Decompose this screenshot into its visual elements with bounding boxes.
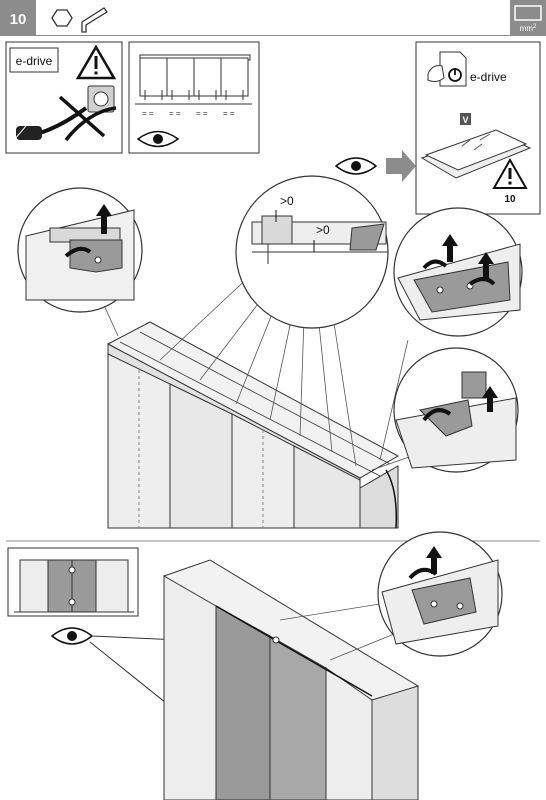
gap-label-side: >0 xyxy=(316,223,330,237)
arrow-right-icon xyxy=(386,150,416,182)
step-number: 10 xyxy=(10,11,27,28)
eye-icon xyxy=(136,130,180,148)
arrow-up-icon xyxy=(478,252,494,278)
detail-clip-bottom xyxy=(377,531,503,657)
detail-clip-right-top xyxy=(393,207,523,337)
svg-text:= =: = = xyxy=(223,109,235,118)
manual-power-icon xyxy=(427,51,467,87)
detail-gap-center: >0 >0 xyxy=(235,175,389,329)
manual-booklet: V xyxy=(420,113,532,179)
e-drive-unplug-panel: e-drive xyxy=(5,41,123,154)
arrow-up-icon xyxy=(442,234,458,262)
svg-text:= =: = = xyxy=(169,109,181,118)
gap-label-top: >0 xyxy=(280,194,294,208)
warning-triangle-icon xyxy=(75,44,117,80)
arrow-up-icon xyxy=(482,386,498,412)
detail-clip-left xyxy=(17,187,143,313)
booklet-page-number: 10 xyxy=(504,194,516,205)
wardrobe-bottom-illustration xyxy=(162,559,420,800)
power-plug-unplug-icon xyxy=(13,85,117,142)
svg-text:= =: = = xyxy=(196,109,208,118)
eye-icon xyxy=(334,157,378,175)
panel-alignment-panel: = = = = = = = = xyxy=(128,41,260,154)
page-marker xyxy=(460,113,471,125)
warning-triangle-icon xyxy=(492,157,528,189)
door-overview-panel xyxy=(7,547,139,617)
hex-key-icon xyxy=(51,7,108,33)
svg-text:V: V xyxy=(462,115,468,125)
header-bar: 10 mm2 xyxy=(0,0,546,36)
e-drive-label: e-drive xyxy=(470,70,507,84)
e-drive-badge-label: e-drive xyxy=(16,54,53,68)
e-drive-manual-panel: e-drive V 10 xyxy=(415,41,541,215)
e-drive-badge xyxy=(9,47,59,73)
arrow-up-icon xyxy=(96,204,112,234)
panel-size-icon xyxy=(514,5,542,21)
wardrobe-main-illustration xyxy=(97,273,413,529)
detail-clip-right-bottom xyxy=(393,347,519,473)
unit-label: mm2 xyxy=(520,24,537,33)
eye-icon xyxy=(50,627,94,645)
svg-text:= =: = = xyxy=(142,109,154,118)
arrow-up-icon xyxy=(426,546,442,574)
